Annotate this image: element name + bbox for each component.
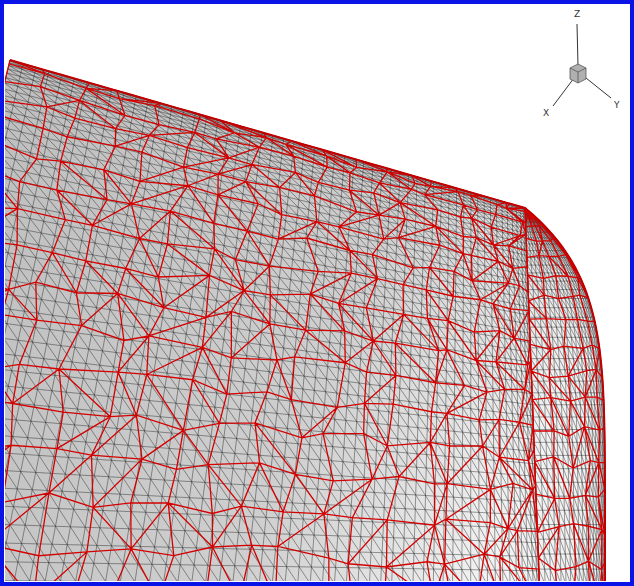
axis-cube-edge bbox=[570, 68, 586, 72]
surface-fill bbox=[5, 60, 629, 581]
axis-cube-edge bbox=[578, 72, 579, 83]
axis-label: Z bbox=[574, 10, 580, 19]
axis-cube bbox=[570, 64, 586, 83]
surface-edge bbox=[10, 60, 605, 581]
coarse-mesh bbox=[525, 208, 605, 581]
surface-mesh bbox=[5, 60, 629, 581]
axis-label: Y bbox=[614, 101, 620, 110]
axis-triad bbox=[553, 24, 611, 106]
x-axis bbox=[553, 78, 574, 106]
fine-mesh bbox=[5, 60, 540, 581]
axis-label: X bbox=[543, 109, 549, 118]
y-axis bbox=[586, 78, 611, 98]
fine-mesh bbox=[525, 208, 605, 581]
z-axis bbox=[577, 24, 578, 66]
coarse-mesh bbox=[5, 60, 540, 581]
